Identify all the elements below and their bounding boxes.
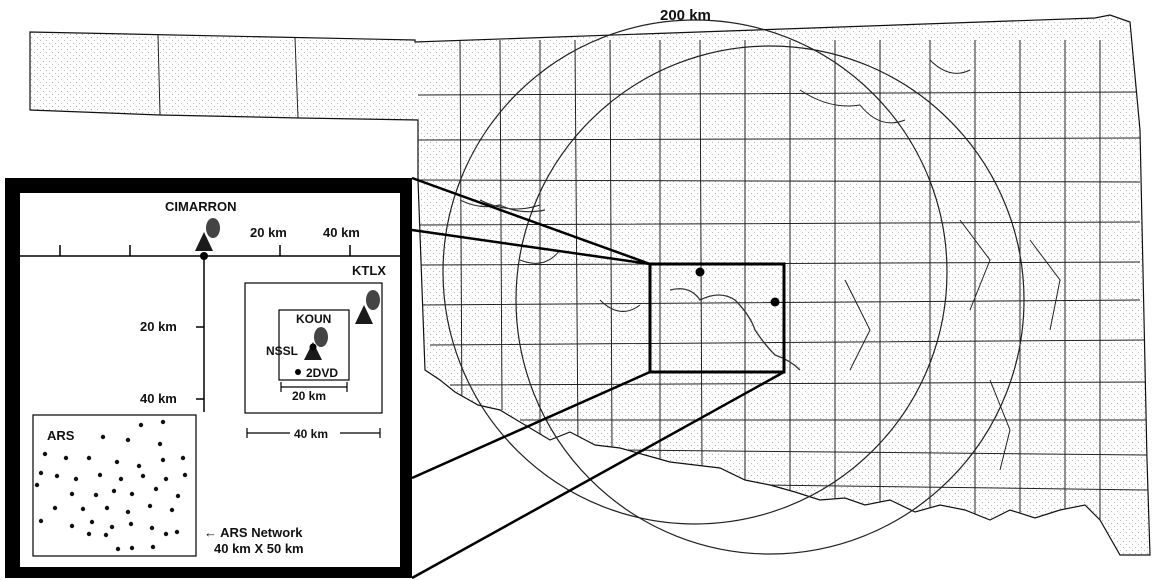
inset-connector-lines [411, 176, 785, 580]
range-rings [442, 19, 1025, 555]
ars-stations [34, 419, 188, 552]
cimarron-label: CIMARRON [165, 199, 237, 214]
koun-radar-dish-icon [314, 327, 328, 347]
inset-axes [20, 245, 400, 412]
range-ring-ktlx [515, 45, 1025, 555]
dim-label-40km: 40 km [294, 427, 328, 441]
range-ring-label: 200 km [660, 7, 711, 24]
box-20km [278, 309, 350, 381]
range-ring-koun [442, 19, 948, 525]
river-north [669, 288, 801, 371]
ktlx-radar-tower-icon [355, 305, 373, 324]
ars-network-note-line2: 40 km X 50 km [214, 541, 304, 556]
radar-dot-ktlx [770, 297, 780, 307]
river-south [459, 199, 546, 213]
inset-panel: 20 km 40 km 20 km 40 km CIMARRON KTLX KO… [5, 178, 412, 578]
cimarron-radar-tower-icon [195, 232, 213, 251]
twodvd-label: 2DVD [306, 366, 338, 380]
box-40km [244, 282, 383, 414]
ktlx-label: KTLX [352, 263, 386, 278]
nssl-label: NSSL [266, 344, 298, 358]
ars-label: ARS [47, 428, 75, 443]
y-scale-40km: 40 km [140, 391, 177, 406]
cimarron-origin-dot [200, 252, 208, 260]
ars-network-note-line1: ← ARS Network [204, 525, 303, 540]
oklahoma-state [29, 14, 1151, 556]
ktlx-radar-dish-icon [366, 290, 380, 310]
y-scale-20km: 20 km [140, 319, 177, 334]
radar-dot-koun [695, 267, 705, 277]
x-scale-20km: 20 km [250, 225, 287, 240]
x-scale-40km: 40 km [323, 225, 360, 240]
koun-label: KOUN [296, 312, 331, 326]
nssl-dot [309, 343, 317, 351]
twodvd-dot [295, 369, 301, 375]
dim-label-20km: 20 km [292, 389, 326, 403]
koun-radar-tower-icon [304, 342, 322, 360]
study-area-box [648, 262, 786, 374]
ars-network-box [32, 414, 197, 557]
cimarron-radar-dish-icon [206, 218, 220, 238]
